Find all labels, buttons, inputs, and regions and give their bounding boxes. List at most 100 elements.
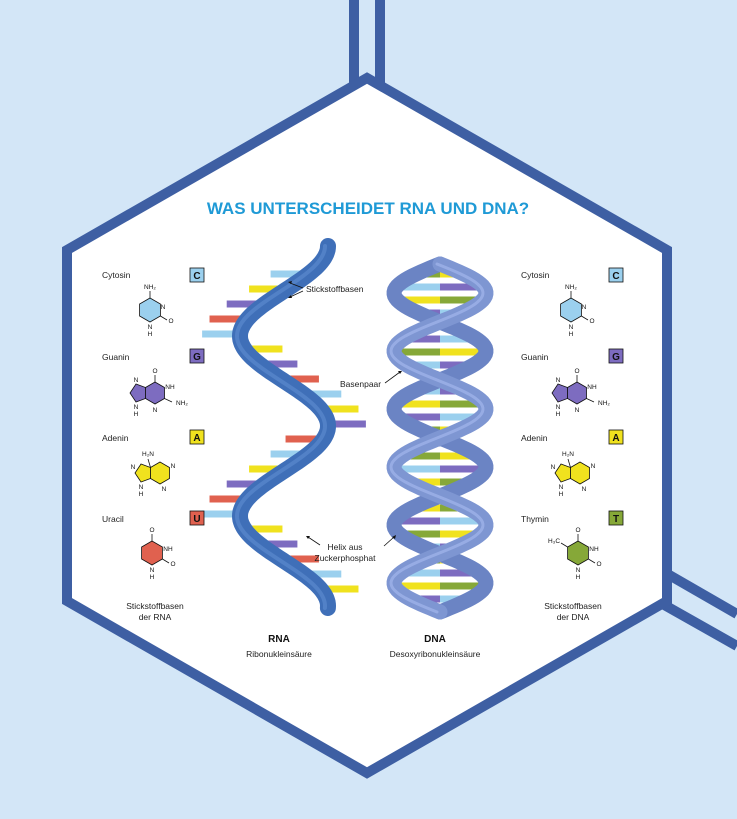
cytosine-molecule-icon: NH₂ N O N H [560, 284, 595, 338]
atom-label: NH₂ [144, 284, 156, 291]
dna-bases-caption-line2: der DNA [557, 612, 590, 622]
rna-base-guanin: Guanin G O NH NH₂ N N N H [102, 348, 205, 418]
dna-backbone-highlight [389, 262, 485, 614]
base-letter-badge [189, 267, 205, 283]
atom-label: NH [587, 384, 597, 391]
base-letter-badge [189, 348, 205, 364]
atom-label: NH [165, 384, 175, 391]
atom-label: N [551, 464, 556, 471]
atom-label: H [139, 491, 144, 498]
label-helix-line1: Helix aus [328, 542, 363, 552]
atom-label: O [149, 527, 154, 534]
atom-label: O [575, 527, 580, 534]
atom-label: O [170, 561, 175, 568]
rna-backbone-highlight [234, 244, 328, 610]
atom-label: N [134, 377, 139, 384]
atom-label: O [574, 368, 579, 375]
adenine-molecule-icon: H₂N N N N N H [131, 451, 176, 498]
atom-label: NH [589, 546, 599, 553]
dna-bases-column: Cytosin C NH₂ N O N H Guanin G [521, 267, 624, 622]
atom-label: N [575, 407, 580, 414]
dna-base-adenin: Adenin A H₂N N N N N H [521, 429, 624, 498]
atom-label: O [589, 318, 594, 325]
rna-bases-column: Cytosin C NH₂ N O N H Guanin G [102, 267, 205, 622]
atom-label: N [559, 484, 564, 491]
annotation-stickstoffbasen: Stickstoffbasen [288, 281, 364, 298]
atom-label: O [596, 561, 601, 568]
base-name: Adenin [102, 433, 129, 443]
rna-base-cytosin: Cytosin C NH₂ N O N H [102, 267, 205, 338]
label-stickstoffbasen: Stickstoffbasen [306, 284, 364, 294]
base-letter-badge [608, 348, 624, 364]
rna-bases-caption-line1: Stickstoffbasen [126, 601, 184, 611]
label-helix-line2: Zuckerphosphat [315, 553, 377, 563]
base-name: Cytosin [102, 270, 131, 280]
annotation-helix: Helix aus Zuckerphosphat [306, 535, 396, 563]
cytosine-molecule-icon: NH₂ N O N H [139, 284, 174, 338]
atom-label: H₂N [562, 451, 574, 458]
rna-full-name: Ribonukleinsäure [246, 649, 312, 659]
hexagon-frame [62, 72, 672, 779]
atom-label: H [148, 331, 153, 338]
atom-label: N [582, 304, 587, 311]
base-letter-badge [608, 510, 624, 526]
atom-label: NH₂ [176, 400, 188, 407]
base-name: Uracil [102, 514, 124, 524]
base-letter: A [193, 433, 200, 444]
base-letter: G [193, 352, 201, 363]
uracil-molecule-icon: O NH O N H [141, 527, 176, 581]
base-letter: U [193, 514, 200, 525]
base-name: Thymin [521, 514, 549, 524]
atom-label: N [153, 407, 158, 414]
atom-label: N [150, 567, 155, 574]
dna-helix [386, 256, 494, 620]
atom-label: H [569, 331, 574, 338]
dna-bases-caption-line1: Stickstoffbasen [544, 601, 602, 611]
atom-label: NH₂ [598, 400, 610, 407]
dna-base-guanin: Guanin G O NH NH₂ N N N H [521, 348, 624, 418]
atom-label: N [139, 484, 144, 491]
base-letter: A [612, 433, 619, 444]
base-name: Guanin [521, 352, 549, 362]
atom-label: N [171, 463, 176, 470]
atom-label: H₃C [548, 538, 560, 545]
atom-label: N [582, 486, 587, 493]
base-letter-badge [189, 429, 205, 445]
dna-full-name: Desoxyribonukleinsäure [390, 649, 481, 659]
atom-label: O [152, 368, 157, 375]
atom-label: N [148, 324, 153, 331]
rna-base-uracil: Uracil U O NH O N H [102, 510, 205, 581]
atom-label: N [556, 404, 561, 411]
atom-label: H [556, 411, 561, 418]
atom-label: N [162, 486, 167, 493]
atom-label: NH [163, 546, 173, 553]
guanine-molecule-icon: O NH NH₂ N N N H [129, 368, 188, 418]
thymine-molecule-icon: H₃C O NH O N H [548, 527, 602, 581]
dna-title: DNA [424, 634, 446, 645]
base-name: Cytosin [521, 270, 550, 280]
atom-label: H₂N [142, 451, 154, 458]
atom-label: H [134, 411, 139, 418]
base-letter: C [193, 271, 200, 282]
rna-helix [202, 238, 366, 616]
atom-label: N [569, 324, 574, 331]
atom-label: N [131, 464, 136, 471]
atom-label: N [556, 377, 561, 384]
base-letter-badge [608, 267, 624, 283]
annotation-basenpaar: Basenpaar [340, 371, 402, 389]
guanine-molecule-icon: O NH NH₂ N N N H [551, 368, 610, 418]
base-name: Guanin [102, 352, 130, 362]
adenine-molecule-icon: H₂N N N N N H [551, 451, 596, 498]
atom-label: N [591, 463, 596, 470]
atom-label: N [576, 567, 581, 574]
atom-label: H [559, 491, 564, 498]
base-letter-badge [189, 510, 205, 526]
atom-label: N [161, 304, 166, 311]
dna-base-cytosin: Cytosin C NH₂ N O N H [521, 267, 624, 338]
base-letter: G [612, 352, 620, 363]
label-basenpaar: Basenpaar [340, 379, 381, 389]
atom-label: H [576, 574, 581, 581]
rna-bases-caption-line2: der RNA [139, 612, 172, 622]
base-name: Adenin [521, 433, 548, 443]
